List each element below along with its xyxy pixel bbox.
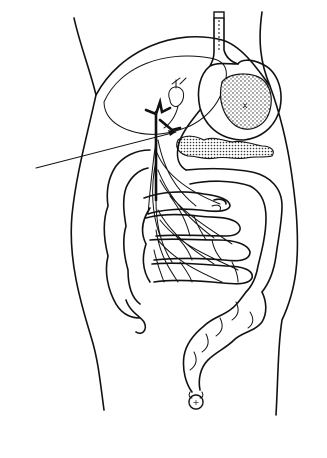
stomach: x	[198, 60, 281, 140]
descending-colon	[183, 292, 265, 392]
anus: +	[189, 392, 203, 409]
gallbladder	[164, 78, 186, 128]
esophagus	[210, 12, 238, 66]
stomach-marker: x	[243, 101, 248, 110]
ascending-colon-inner	[124, 168, 148, 304]
anus-marker: +	[193, 398, 200, 407]
torso-left-edge	[71, 18, 104, 410]
pancreas	[177, 136, 274, 158]
